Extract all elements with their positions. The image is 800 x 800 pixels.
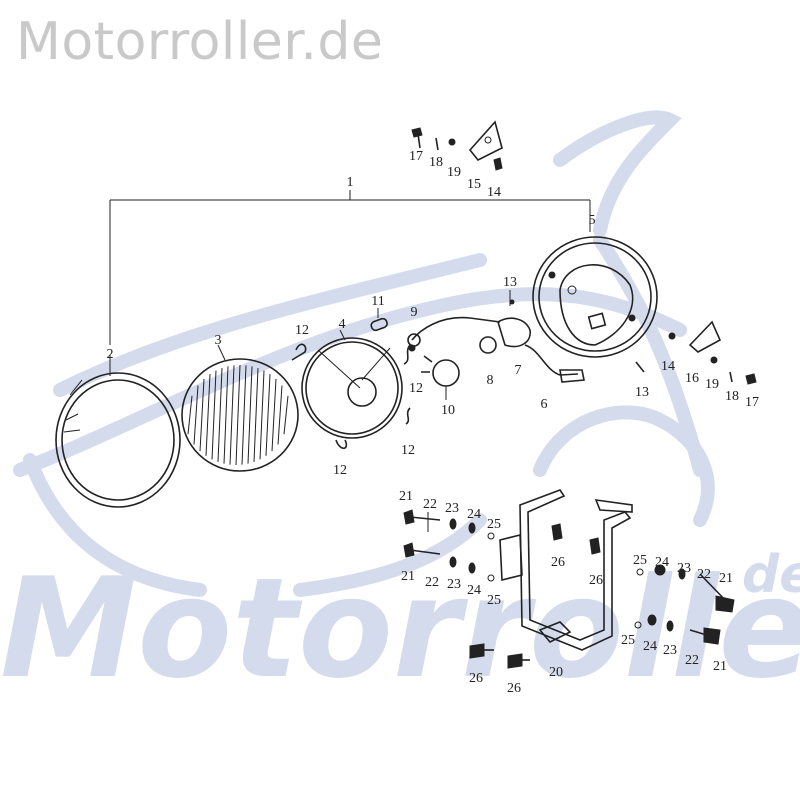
lens-rib xyxy=(217,368,223,462)
callout-19-top: 19 xyxy=(447,165,461,180)
callout-24-a: 24 xyxy=(467,507,481,522)
lens-rib xyxy=(277,385,283,445)
callout-15: 15 xyxy=(467,177,481,192)
callout-17-top: 17 xyxy=(409,149,423,164)
callout-13-top: 13 xyxy=(503,275,517,290)
right-bracket-hardware xyxy=(635,320,757,385)
lens-rib xyxy=(193,385,199,445)
callout-7: 7 xyxy=(515,363,522,378)
callout-21-c: 21 xyxy=(719,571,733,586)
callout-14-top: 14 xyxy=(487,185,501,200)
callout-12-top: 12 xyxy=(295,323,309,338)
right-hardware-stack xyxy=(634,564,735,645)
lens-rib xyxy=(229,365,235,465)
callout-23-b: 23 xyxy=(447,577,461,592)
lens-rib xyxy=(205,374,211,456)
lens-rib xyxy=(265,374,271,456)
lens-rib xyxy=(253,368,259,462)
watermark-suffix: de xyxy=(742,545,800,605)
callout-20: 20 xyxy=(549,665,563,680)
callout-24-c: 24 xyxy=(655,555,669,570)
callout-12-bottom: 12 xyxy=(333,463,347,478)
callout-1: 1 xyxy=(347,175,354,190)
watermark-wordmark: Motorroller xyxy=(0,548,800,709)
callout-3: 3 xyxy=(215,333,222,348)
callout-23-a: 23 xyxy=(445,501,459,516)
callout-10: 10 xyxy=(441,403,455,418)
callout-11: 11 xyxy=(371,294,384,309)
callout-22-b: 22 xyxy=(425,575,439,590)
lens-rib xyxy=(211,370,217,460)
assembly-bracket-line xyxy=(109,190,591,345)
lens-rib xyxy=(259,370,265,460)
callout-26-b: 26 xyxy=(589,573,603,588)
callout-26-d: 26 xyxy=(507,681,521,696)
top-bracket-hardware xyxy=(411,120,503,171)
callout-21-b: 21 xyxy=(401,569,415,584)
headlight-lens xyxy=(181,344,299,472)
lens-rib xyxy=(187,395,193,435)
reflector xyxy=(301,329,403,439)
callout-4: 4 xyxy=(339,317,346,332)
bulb-socket-assembly xyxy=(407,290,585,400)
watermark: Motorroller de xyxy=(0,110,800,709)
callout-26-c: 26 xyxy=(469,671,483,686)
lens-rib xyxy=(235,364,241,466)
callout-12-mid: 12 xyxy=(409,381,423,396)
lens-rib xyxy=(283,395,289,435)
callout-13-right: 13 xyxy=(635,385,649,400)
clip-11 xyxy=(370,308,388,332)
callout-14-right: 14 xyxy=(661,359,675,374)
callout-24-b: 24 xyxy=(467,583,481,598)
bolts-26 xyxy=(469,523,601,669)
callout-26-a: 26 xyxy=(551,555,565,570)
callout-22-a: 22 xyxy=(423,497,437,512)
lens-rib xyxy=(241,365,247,465)
callout-19-right: 19 xyxy=(705,377,719,392)
callout-23-c: 23 xyxy=(677,561,691,576)
callout-17-right: 17 xyxy=(745,395,759,410)
headlight-housing xyxy=(532,236,658,358)
callout-2: 2 xyxy=(107,347,114,362)
lens-rib xyxy=(199,378,205,452)
callout-25-a: 25 xyxy=(487,517,501,532)
lens-rib xyxy=(271,378,277,452)
callout-21-a: 21 xyxy=(399,489,413,504)
callout-25-d: 25 xyxy=(621,633,635,648)
callout-8: 8 xyxy=(487,373,494,388)
lens-rib xyxy=(223,366,229,464)
callout-16: 16 xyxy=(685,371,699,386)
callout-21-d: 21 xyxy=(713,659,727,674)
callout-18-right: 18 xyxy=(725,389,739,404)
callout-9: 9 xyxy=(411,305,418,320)
headlight-rim xyxy=(55,355,181,508)
left-hardware-stack xyxy=(403,509,495,582)
callout-24-d: 24 xyxy=(643,639,657,654)
callout-labels: 1 2 3 4 5 6 7 8 9 10 11 12 12 12 12 13 1… xyxy=(107,149,760,696)
callout-12-right: 12 xyxy=(401,443,415,458)
mounting-bracket xyxy=(499,489,633,651)
brand-header: Motorroller.de xyxy=(16,12,384,72)
callout-25-c: 25 xyxy=(633,553,647,568)
callout-18-top: 18 xyxy=(429,155,443,170)
callout-5: 5 xyxy=(589,213,596,228)
lens-rib xyxy=(247,366,253,464)
callout-23-d: 23 xyxy=(663,643,677,658)
callout-6: 6 xyxy=(541,397,548,412)
callout-25-b: 25 xyxy=(487,593,501,608)
callout-22-c: 22 xyxy=(697,567,711,582)
callout-22-d: 22 xyxy=(685,653,699,668)
